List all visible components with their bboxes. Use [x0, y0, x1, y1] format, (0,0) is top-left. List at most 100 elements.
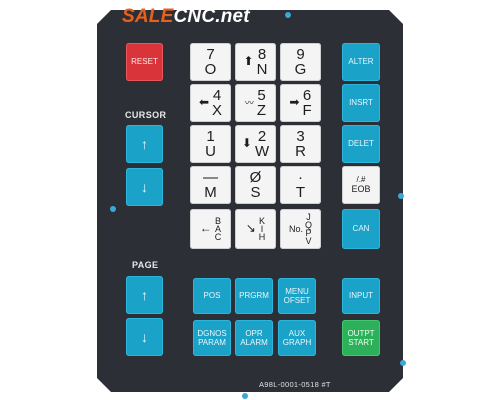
key-stack: —M	[203, 170, 218, 200]
delet-key[interactable]: DELET	[342, 125, 380, 163]
key-line: I	[260, 223, 264, 234]
aux-graph-key[interactable]: AUX GRAPH	[278, 320, 316, 356]
key-line: K	[259, 215, 266, 226]
key-bottom: W	[254, 143, 270, 160]
key-line: H	[258, 232, 266, 243]
insrt-key[interactable]: INSRT	[342, 84, 380, 122]
ofset-label: OFSET	[283, 296, 311, 305]
pos-key[interactable]: POS	[193, 278, 231, 314]
arrow-down-icon: ⬇	[241, 136, 252, 151]
key-top: —	[203, 169, 218, 186]
aux-label: AUX	[288, 328, 306, 338]
alter-label: ALTER	[348, 57, 374, 67]
key-top: 6	[302, 87, 312, 104]
key-bottom: M	[204, 184, 217, 201]
input-key[interactable]: INPUT	[342, 278, 380, 314]
key-dot-t[interactable]: ·T	[280, 166, 321, 204]
key-bottom: Z	[256, 102, 267, 119]
page-label: PAGE	[132, 260, 159, 270]
mounting-dot	[400, 360, 406, 366]
key-bottom: F	[302, 102, 312, 119]
key-top: 9	[296, 46, 305, 63]
wave-icon: 〰	[244, 97, 254, 108]
outpt-start-key[interactable]: OUTPT START	[342, 320, 380, 356]
key-line: J	[306, 211, 311, 222]
pos-label: POS	[203, 291, 221, 301]
key-top: 7	[206, 46, 215, 63]
logo-part2: CNC.net	[173, 6, 250, 27]
part-number: A98L-0001-0518 #T	[259, 380, 331, 389]
key-top: ·	[297, 169, 303, 186]
arrow-left-icon: ←	[199, 221, 212, 236]
alter-key[interactable]: ALTER	[342, 43, 380, 81]
arrow-down-icon: ↓	[141, 178, 148, 195]
eob-top-label: /.#	[356, 175, 366, 185]
key-minus-m[interactable]: —M	[190, 166, 231, 204]
key-line: P	[305, 228, 312, 238]
key-line: C	[214, 232, 222, 243]
eob-label: EOB	[351, 184, 371, 195]
arrow-up-icon: ⬆	[243, 54, 254, 69]
page-down-key[interactable]: ↓	[126, 318, 163, 356]
number-sign-label: No.	[288, 223, 303, 234]
key-bottom: G	[294, 61, 307, 78]
arrow-right-icon: ➡	[289, 95, 300, 110]
opr-label: OPR	[245, 328, 263, 338]
key-bottom: O	[204, 61, 217, 78]
mounting-dot	[398, 193, 404, 199]
opr-alarm-key[interactable]: OPR ALARM	[235, 320, 273, 356]
eob-key[interactable]: /.# EOB	[342, 166, 380, 204]
key-stack: ·T	[296, 170, 305, 200]
can-key[interactable]: CAN	[342, 209, 380, 249]
arrow-down-icon: ↓	[141, 328, 148, 345]
insrt-label: INSRT	[349, 98, 373, 108]
graph-label: GRAPH	[282, 338, 312, 347]
cursor-label: CURSOR	[125, 110, 167, 120]
prgrm-key[interactable]: PRGRM	[235, 278, 273, 314]
mounting-dot	[110, 206, 116, 212]
mounting-dot	[285, 12, 291, 18]
key-top: 4	[212, 87, 222, 104]
key-bottom: U	[205, 143, 216, 160]
key-line: B	[214, 215, 221, 226]
reset-key[interactable]: RESET	[126, 43, 163, 81]
key-bottom: R	[295, 143, 306, 160]
mounting-dot	[242, 393, 248, 399]
outpt-label: OUTPT	[347, 328, 375, 338]
key-top: 3	[296, 128, 305, 145]
page-up-key[interactable]: ↑	[126, 276, 163, 314]
param-label: PARAM	[198, 338, 226, 347]
dgnos-param-key[interactable]: DGNOS PARAM	[193, 320, 231, 356]
prgrm-label: PRGRM	[239, 291, 269, 301]
start-label: START	[348, 338, 374, 347]
cursor-up-key[interactable]: ↑	[126, 125, 163, 163]
key-line: Q	[305, 219, 313, 230]
cursor-down-key[interactable]: ↓	[126, 168, 163, 206]
key-line: V	[305, 236, 312, 247]
key-top: 1	[206, 128, 215, 145]
menu-ofset-key[interactable]: MENU OFSET	[278, 278, 316, 314]
